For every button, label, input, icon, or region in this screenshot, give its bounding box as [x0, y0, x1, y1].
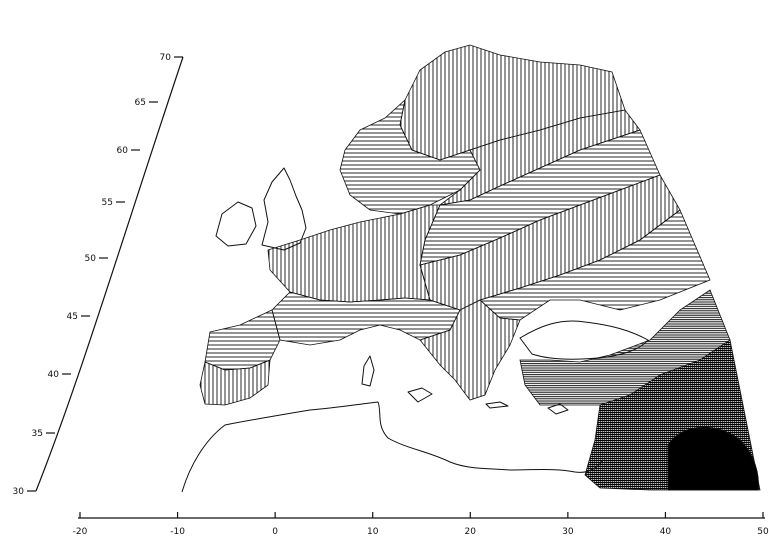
british-isles-outline	[261, 167, 307, 251]
latitude-axis-line	[35, 56, 184, 492]
ireland-outline	[215, 201, 257, 247]
latitude-tick-label: 55	[102, 198, 113, 208]
shading-band-iberia-south	[199, 359, 271, 406]
latitude-tick-label: 35	[32, 429, 43, 439]
latitude-tick-label: 50	[85, 254, 97, 264]
latitude-ticks: 30 35 40 45 50 55 60 65 70	[13, 53, 183, 497]
latitude-axis: 30 35 40 45 50 55 60 65 70	[13, 53, 184, 497]
longitude-axis: -20 -10 0 10 20 30 40 50	[73, 512, 769, 537]
shading-band-balkans	[419, 299, 521, 401]
longitude-tick-label: 40	[660, 527, 672, 537]
shading-band-france-germany	[267, 204, 441, 303]
latitude-tick-label: 30	[13, 487, 25, 497]
crete-outline	[485, 401, 509, 409]
latitude-tick-label: 40	[48, 370, 60, 380]
longitude-tick-label: 50	[757, 527, 769, 537]
longitude-tick-label: 0	[272, 527, 278, 537]
longitude-tick-label: 10	[367, 527, 379, 537]
shading-bands	[199, 44, 761, 491]
latitude-tick-label: 60	[117, 146, 129, 156]
sardinia-outline	[361, 355, 375, 387]
longitude-tick-label: -10	[170, 527, 185, 537]
latitude-tick-label: 45	[67, 312, 78, 322]
shading-band-mesopotamia-core	[667, 426, 759, 491]
latitude-tick-label: 65	[135, 98, 146, 108]
longitude-ticks: -20 -10 0 10 20 30 40 50	[73, 512, 769, 537]
longitude-tick-label: 30	[562, 527, 574, 537]
north-africa-coastline	[181, 401, 604, 493]
longitude-tick-label: -20	[73, 527, 88, 537]
sicily-outline	[407, 387, 433, 403]
longitude-tick-label: 20	[465, 527, 477, 537]
shading-band-south-russia	[479, 209, 711, 321]
black-sea-outline	[519, 320, 649, 360]
latitude-tick-label: 70	[160, 53, 172, 63]
cyprus-outline	[547, 403, 569, 415]
